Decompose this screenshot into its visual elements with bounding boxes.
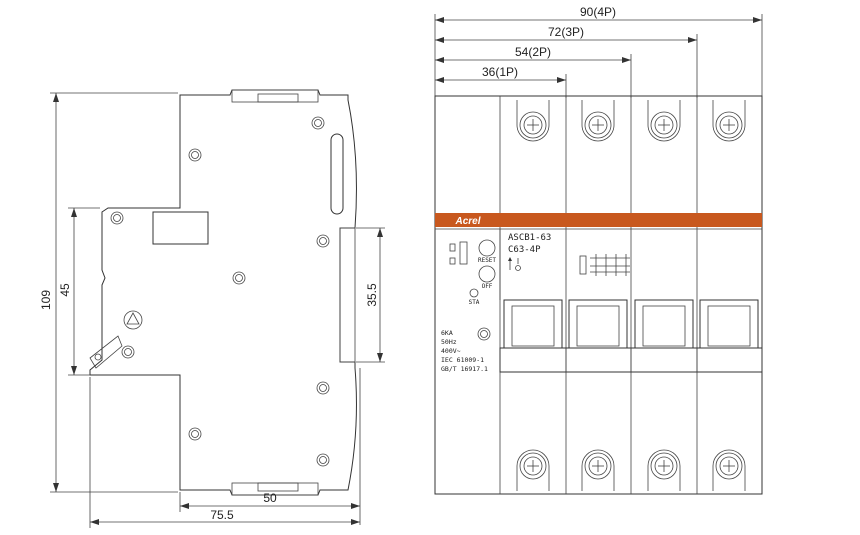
top-terminals bbox=[516, 100, 746, 142]
side-view-outline bbox=[89, 89, 357, 496]
side-slot bbox=[330, 133, 344, 215]
lever-triangle bbox=[126, 312, 140, 325]
brand-band bbox=[435, 213, 762, 227]
bottom-terminals bbox=[516, 449, 746, 491]
brand-logo-text: Acrel bbox=[454, 216, 480, 227]
dim-height-109: 109 bbox=[39, 290, 53, 310]
handle-pole-4[interactable] bbox=[699, 299, 759, 349]
reset-label: RESET bbox=[478, 257, 496, 264]
sta-label: STA bbox=[469, 299, 480, 306]
indicator-window bbox=[459, 241, 468, 265]
dim-inner-45: 45 bbox=[58, 283, 72, 297]
rating-line: 400V~ bbox=[441, 347, 461, 355]
handle-pole-3[interactable] bbox=[634, 299, 694, 349]
sta-indicator bbox=[469, 288, 479, 298]
dim-depth-75-5: 75.5 bbox=[210, 508, 234, 522]
handle-pole-1[interactable] bbox=[503, 299, 563, 349]
ccc-mark-icon bbox=[477, 327, 491, 341]
rating-line: IEC 61009-1 bbox=[441, 356, 484, 364]
circuit-diagram-symbol bbox=[579, 254, 630, 276]
on-off-symbols bbox=[508, 257, 521, 271]
reset-button[interactable] bbox=[478, 239, 496, 257]
ratings-block: 6KA 50Hz 400V~ IEC 61009-1 GB/T 16917.1 bbox=[441, 329, 488, 373]
top-clip bbox=[231, 89, 319, 103]
side-handle bbox=[89, 335, 123, 369]
off-button[interactable] bbox=[478, 265, 496, 283]
side-handle-hole bbox=[94, 353, 102, 361]
dim-rail-35-5: 35.5 bbox=[365, 283, 379, 307]
top-clip-slot bbox=[257, 93, 299, 103]
unlock-icon bbox=[449, 257, 456, 265]
side-dimensions: 109 45 35.5 50 75.5 bbox=[39, 92, 385, 528]
rating-line: 6KA bbox=[441, 329, 453, 337]
dim-width-1p: 36(1P) bbox=[482, 65, 518, 79]
front-outline bbox=[434, 95, 763, 495]
dim-width-3p: 72(3P) bbox=[548, 25, 584, 39]
rail-recess bbox=[339, 227, 356, 363]
handle-pole-2[interactable] bbox=[568, 299, 628, 349]
lock-icon bbox=[449, 243, 456, 252]
side-window bbox=[152, 211, 209, 245]
side-view bbox=[89, 89, 357, 496]
off-label: OFF bbox=[482, 283, 493, 290]
model-line-1: ASCB1-63 bbox=[508, 233, 551, 243]
dim-width-4p: 90(4P) bbox=[580, 5, 616, 19]
front-dimensions: 90(4P) 72(3P) 54(2P) 36(1P) bbox=[434, 5, 763, 98]
lever-pivot bbox=[123, 310, 143, 330]
model-line-2: C63-4P bbox=[508, 245, 541, 255]
dim-depth-50: 50 bbox=[263, 491, 277, 505]
rating-line: 50Hz bbox=[441, 338, 457, 346]
side-screws bbox=[110, 116, 330, 467]
bottom-clip-slot bbox=[257, 482, 299, 492]
dim-width-2p: 54(2P) bbox=[515, 45, 551, 59]
rating-line: GB/T 16917.1 bbox=[441, 365, 488, 373]
front-view: 90(4P) 72(3P) 54(2P) 36(1P) bbox=[434, 5, 763, 495]
